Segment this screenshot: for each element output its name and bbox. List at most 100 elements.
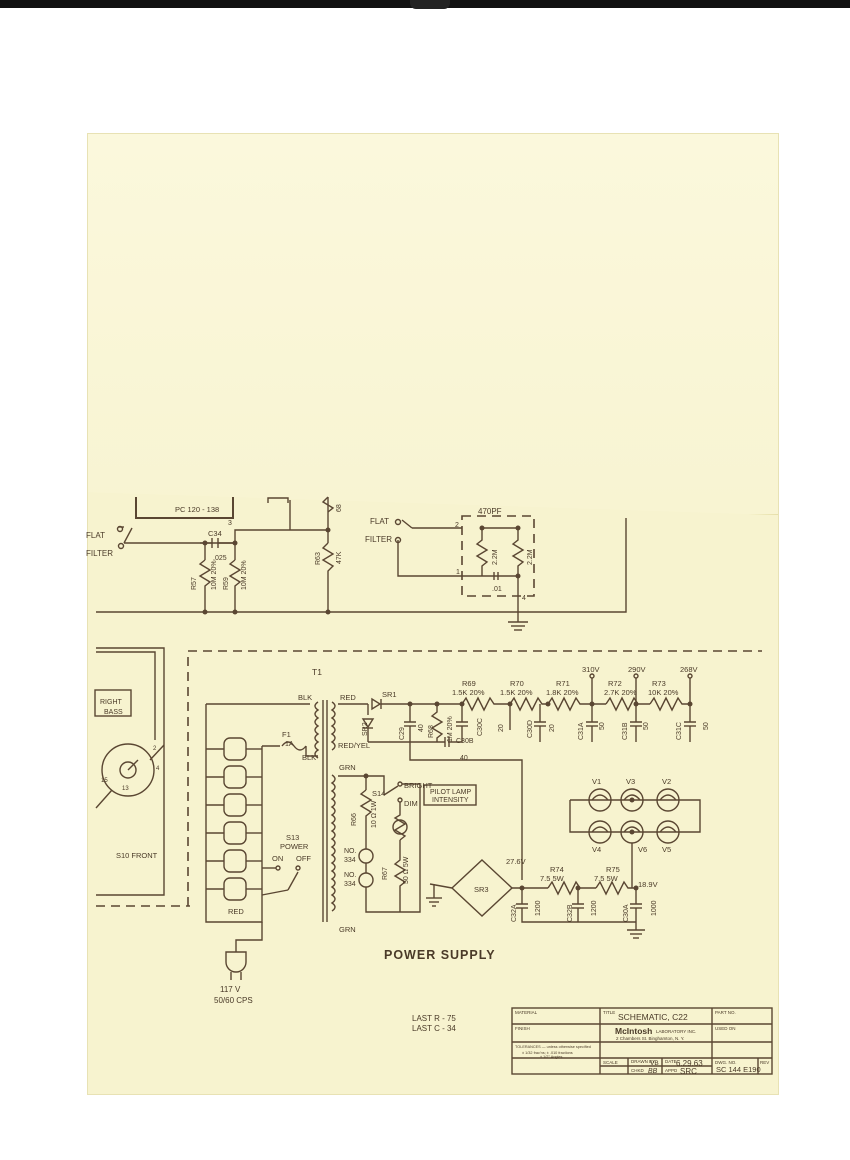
label-r67: R67 bbox=[382, 867, 389, 880]
label-plug-voltage: 117 V bbox=[220, 985, 241, 994]
label-sr1: SR1 bbox=[382, 690, 397, 699]
pilot-lamp-label-box bbox=[423, 784, 477, 806]
folded-paper-flap bbox=[88, 134, 778, 515]
label-s14: S14 bbox=[372, 789, 385, 798]
label-filter-left: FILTER bbox=[86, 549, 113, 558]
label-r71-value: 1.8K 20% bbox=[546, 688, 579, 697]
label-v5: V5 bbox=[662, 845, 671, 854]
tb-company: McIntosh bbox=[615, 1026, 652, 1036]
label-pin15: 15 bbox=[101, 778, 108, 784]
label-bright: BRIGHT bbox=[404, 781, 433, 790]
label-blk-2: BLK bbox=[302, 753, 316, 762]
label-c31a-value: 50 bbox=[599, 722, 606, 730]
label-c30a-value: 1000 bbox=[651, 900, 658, 916]
label-c34-value: .025 bbox=[213, 555, 227, 562]
tb-dwg-label: DWG. NO. bbox=[715, 1060, 737, 1065]
label-c29: C29 bbox=[399, 727, 406, 740]
label-r74-value: 7.5 5W bbox=[540, 874, 565, 883]
tb-rev-label: REV bbox=[760, 1060, 769, 1065]
tb-title-label: TITLE bbox=[603, 1010, 615, 1015]
label-v6: V6 bbox=[638, 845, 647, 854]
tb-part-label: PART NO. bbox=[715, 1010, 736, 1015]
label-r75: R75 bbox=[606, 865, 620, 874]
label-intensity: INTENSITY bbox=[432, 797, 469, 804]
label-plug-frequency: 50/60 CPS bbox=[214, 996, 253, 1005]
label-pc-module: PC 120 - 138 bbox=[175, 505, 219, 514]
tb-used-on-label: USED ON bbox=[715, 1026, 736, 1031]
note-last-c: LAST C - 34 bbox=[412, 1024, 456, 1033]
label-r72: R72 bbox=[608, 679, 622, 688]
label-r69: R69 bbox=[462, 679, 476, 688]
label-r75-value: 7.5 5W bbox=[594, 874, 619, 883]
label-r70: R70 bbox=[510, 679, 524, 688]
ac-outlets bbox=[206, 737, 262, 901]
label-c32a-value: 1200 bbox=[535, 900, 542, 916]
label-blk-1: BLK bbox=[298, 693, 312, 702]
scanner-frame-notch bbox=[410, 0, 450, 9]
label-c32a: C32A bbox=[511, 904, 518, 922]
label-node2: 2 bbox=[455, 522, 459, 529]
label-c30b: C30B bbox=[456, 738, 474, 745]
label-r73: R73 bbox=[652, 679, 666, 688]
label-flat-right: FLAT bbox=[370, 517, 389, 526]
label-off: OFF bbox=[296, 854, 311, 863]
label-c29-value: 40 bbox=[418, 724, 425, 732]
label-red-2: RED bbox=[228, 907, 244, 916]
label-pin4: 4 bbox=[156, 766, 160, 772]
tb-approved-value: SRC bbox=[680, 1067, 697, 1076]
label-r57-value: 10M 20% bbox=[211, 560, 218, 590]
label-sr3: SR3 bbox=[474, 885, 489, 894]
label-red-1: RED bbox=[340, 693, 356, 702]
tb-tolerance-1: TOLERANCES — unless otherwise specified bbox=[515, 1045, 591, 1049]
label-v1: V1 bbox=[592, 777, 601, 786]
label-flat-left: FLAT bbox=[86, 531, 105, 540]
label-r68: R68 bbox=[428, 725, 435, 738]
label-r-a: 2.2M bbox=[492, 549, 499, 565]
tb-checked-label: CHKD bbox=[631, 1068, 645, 1073]
label-c31b: C31B bbox=[622, 722, 629, 740]
label-pin3: 3 bbox=[228, 520, 232, 527]
label-f1: F1 bbox=[282, 730, 291, 739]
label-r71: R71 bbox=[556, 679, 570, 688]
tb-tolerance-3: ± 1/2° Angles bbox=[540, 1055, 562, 1059]
label-r68-value: 1M 20% bbox=[447, 716, 454, 742]
label-s13: S13 bbox=[286, 833, 299, 842]
upper-circuit: FLAT FILTER PC 120 - 138 3 C34 .025 R57 … bbox=[86, 496, 627, 631]
label-t1: T1 bbox=[312, 667, 322, 677]
tb-checked-value: BB bbox=[648, 1068, 658, 1075]
label-c30c-value: 20 bbox=[498, 724, 505, 732]
label-c34: C34 bbox=[208, 529, 222, 538]
tb-dwg-value: SC 144 E190 bbox=[716, 1065, 761, 1074]
label-27-6v: 27.6V bbox=[506, 857, 526, 866]
tb-date-value: 6.29.63 bbox=[676, 1059, 703, 1068]
label-r-b: 2.2M bbox=[527, 549, 534, 565]
label-power-switch: POWER bbox=[280, 842, 309, 851]
label-pin13: 13 bbox=[122, 786, 129, 792]
label-no-2-value: 334 bbox=[344, 881, 356, 888]
label-v3: V3 bbox=[626, 777, 635, 786]
label-no-2: NO. bbox=[344, 872, 357, 879]
tb-approved-label: APPD bbox=[665, 1068, 678, 1073]
label-grn-2: GRN bbox=[339, 925, 356, 934]
label-pin2: 2 bbox=[153, 746, 157, 752]
label-right: RIGHT bbox=[100, 699, 123, 706]
label-cap-01: .01 bbox=[492, 586, 502, 593]
label-c30b-value: 40 bbox=[460, 755, 468, 762]
label-r57: R57 bbox=[191, 577, 198, 590]
tb-tolerance-2: ± 1/32 frac'ns; ± .010 fractions bbox=[522, 1051, 573, 1055]
label-r73-value: 10K 20% bbox=[648, 688, 679, 697]
label-pilot-lamp: PILOT LAMP bbox=[430, 789, 471, 796]
label-c31c: C31C bbox=[676, 722, 683, 740]
label-r59-value: 10M 20% bbox=[241, 560, 248, 590]
label-268v: 268V bbox=[680, 665, 698, 674]
label-c32b: C32B bbox=[567, 904, 574, 922]
label-c31c-value: 50 bbox=[703, 722, 710, 730]
label-470pf: 470PF bbox=[478, 507, 502, 516]
label-r66-value: 10 Ω 1W bbox=[371, 800, 378, 828]
title-block: MATERIAL TITLE SCHEMATIC, C22 PART NO. F… bbox=[511, 1007, 773, 1076]
label-r59: R59 bbox=[223, 577, 230, 590]
label-r70-value: 1.5K 20% bbox=[500, 688, 533, 697]
label-grn-1: GRN bbox=[339, 763, 356, 772]
label-290v: 290V bbox=[628, 665, 646, 674]
